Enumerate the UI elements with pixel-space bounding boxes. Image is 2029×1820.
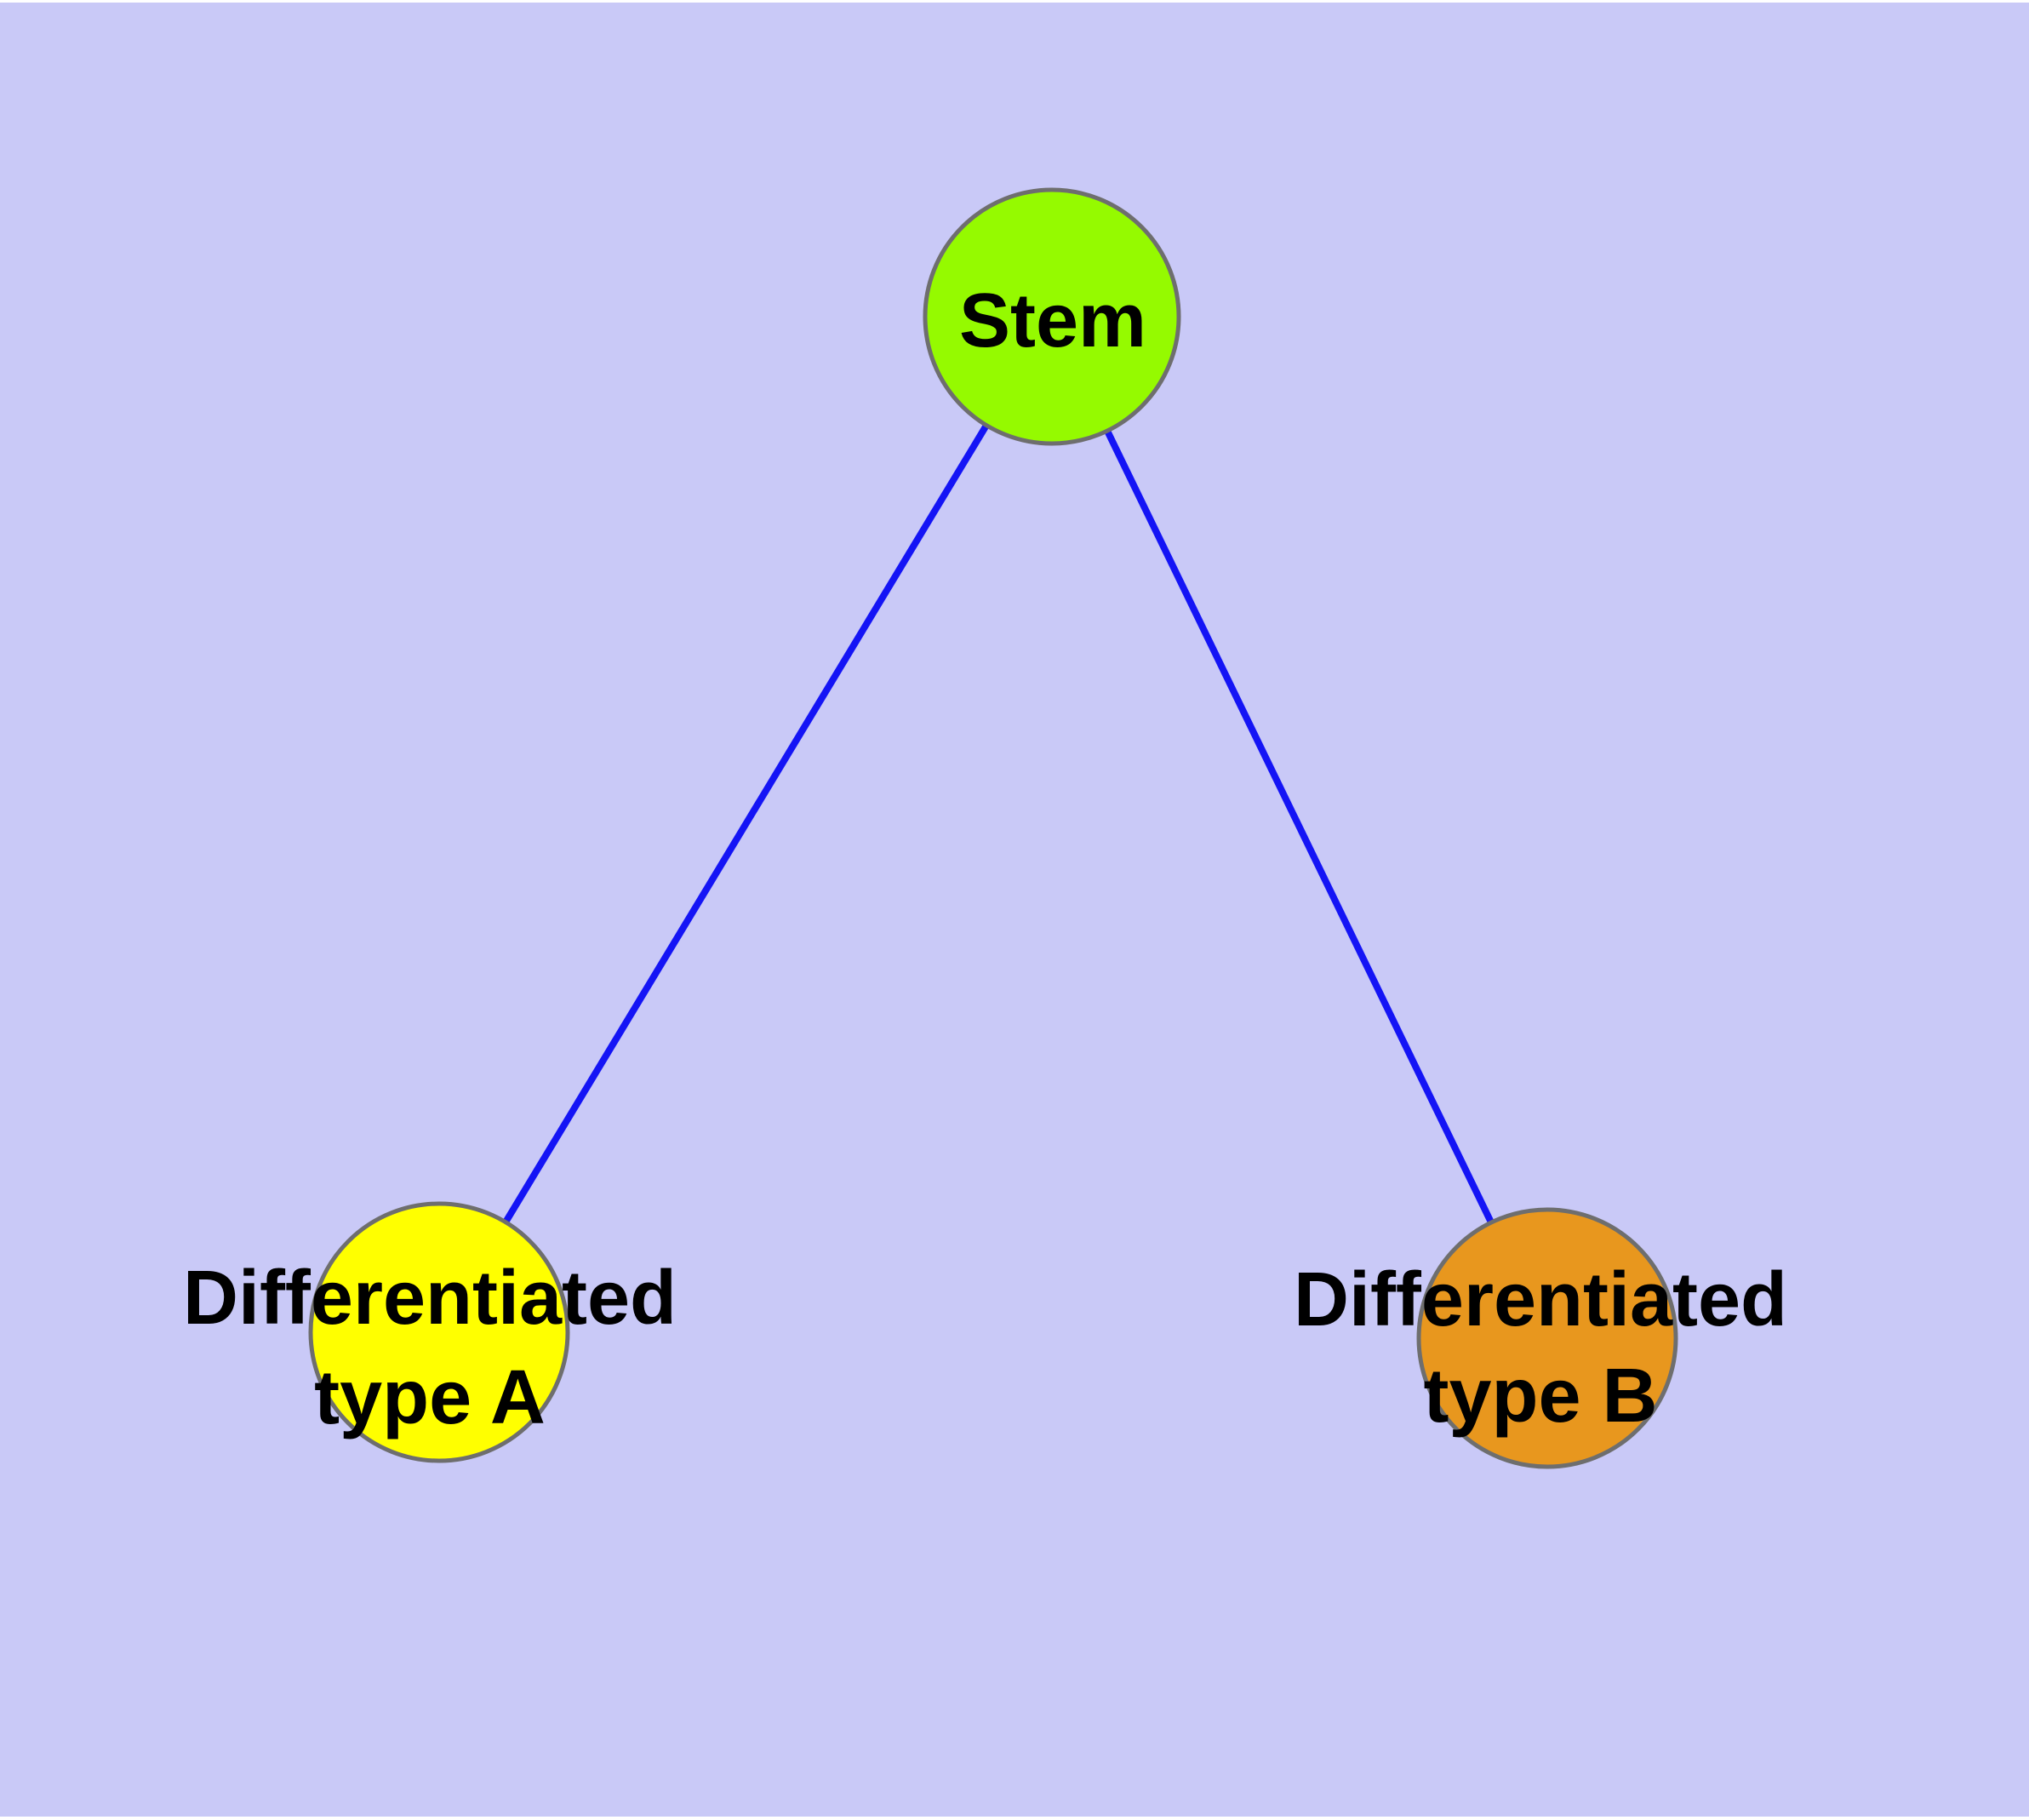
edge-stem-to-type-b: [1049, 315, 1551, 1340]
node-type-a-label-line1: Differentiated: [183, 1256, 677, 1341]
node-stem-circle: [923, 187, 1181, 446]
node-type-b-label-line2: type B: [1423, 1354, 1657, 1439]
node-stem-label: Stem: [959, 278, 1146, 363]
node-type-b-circle: [1416, 1207, 1678, 1469]
edge-stem-to-type-a: [436, 314, 1055, 1335]
node-type-a-circle: [308, 1201, 570, 1463]
node-type-a-label-line2: type A: [314, 1355, 546, 1440]
node-type-b-label-line1: Differentiated: [1294, 1257, 1787, 1342]
